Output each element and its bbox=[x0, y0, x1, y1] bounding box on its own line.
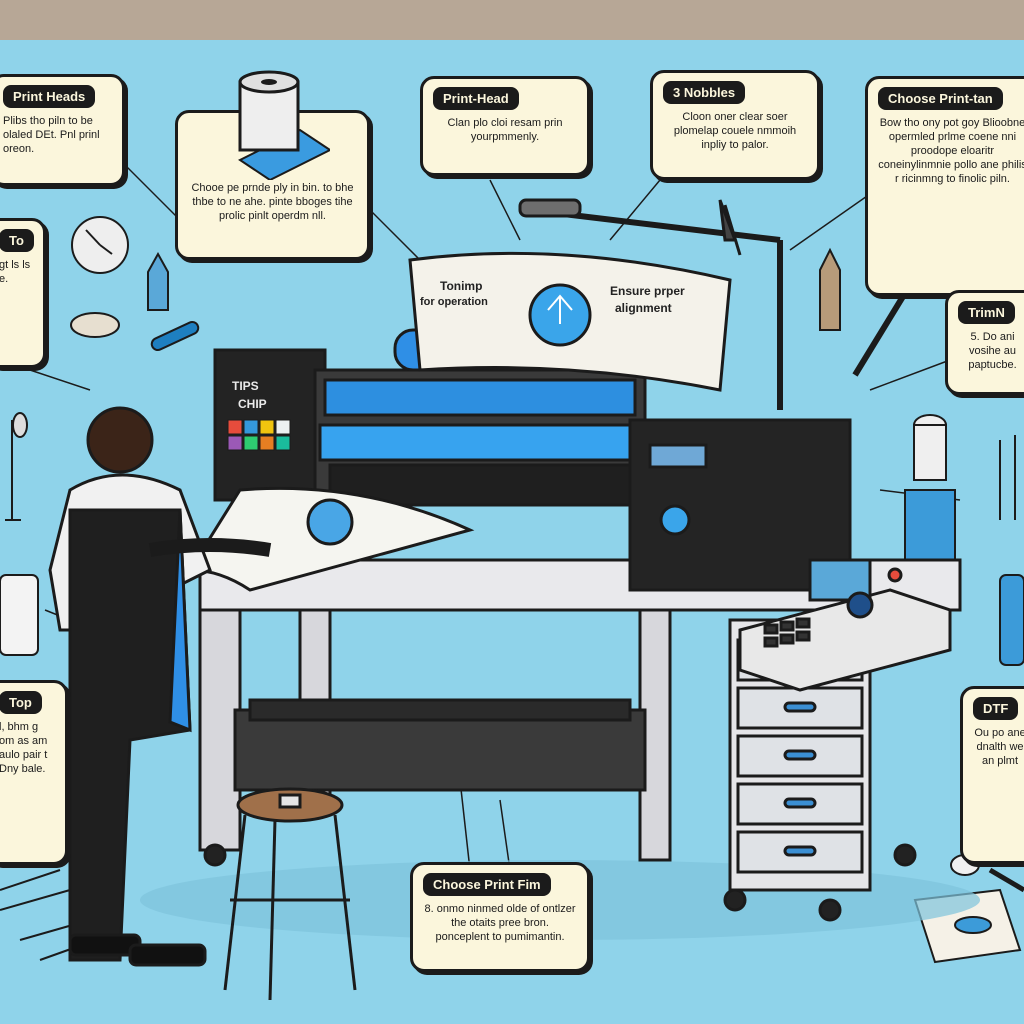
callout-left-top-body: l, bhm g om as am aulo pair t Dny bale. bbox=[0, 721, 48, 775]
oil-bottle-icon bbox=[819, 247, 841, 331]
left-tools bbox=[0, 216, 200, 961]
callout-bottom-body: 8. onmo ninmed olde of ontlzer the otait… bbox=[424, 903, 576, 943]
banner-left-2: for operation bbox=[420, 296, 488, 308]
illustration-frame: TIPS CHIP Tonimp for operation Ensure pr… bbox=[0, 40, 1024, 1024]
callout-left-top-title: Top bbox=[0, 691, 42, 714]
side-label-1: TIPS bbox=[232, 379, 259, 393]
callout-paper-body: Chooe pe prnde ply in bin. to bhe thbe t… bbox=[191, 182, 354, 222]
callout-nozzles-body: Cloon oner clear soer plomelap couele nm… bbox=[673, 111, 797, 151]
printer-body bbox=[187, 251, 852, 592]
callout-dtf-body: Ou po ane dnalth we an plmt bbox=[974, 727, 1024, 767]
right-tools bbox=[819, 247, 1024, 964]
callout-bottom-title: Choose Print Fim bbox=[423, 873, 551, 896]
banner-right-1: Ensure prper bbox=[610, 284, 685, 298]
container-icon bbox=[0, 574, 39, 656]
tension-bar bbox=[518, 198, 783, 410]
callout-choose-print-body: Bow tho ony pot goy Blioobne opermled pr… bbox=[878, 117, 1024, 185]
callout-print-heads-body: Plibs tho piln to be olaled DEt. Pnl pri… bbox=[3, 115, 100, 155]
stool bbox=[223, 787, 357, 1001]
side-label-2: CHIP bbox=[238, 397, 267, 411]
tape-roll-icon bbox=[70, 312, 120, 338]
pen-icon bbox=[852, 283, 913, 377]
callout-nozzles: 3 Nobbles Cloon oner clear soer plomelap… bbox=[650, 70, 820, 180]
callout-choose-print: Choose Print-tan Bow tho ony pot goy Bli… bbox=[865, 76, 1024, 296]
callout-trim-title: TrimN bbox=[958, 301, 1015, 324]
cup-right-icon bbox=[999, 574, 1024, 666]
callout-print-head-body: Clan plo cloi resam prin yourpmmenly. bbox=[447, 117, 563, 143]
worker-figure bbox=[48, 406, 272, 967]
callout-dtf: DTF Ou po ane dnalth we an plmt bbox=[960, 686, 1024, 864]
callout-left-small-title: To bbox=[0, 229, 34, 252]
callout-choose-print-title: Choose Print-tan bbox=[878, 87, 1003, 110]
printer-scene: TIPS CHIP Tonimp for operation Ensure pr… bbox=[0, 159, 1024, 1001]
callout-trim: TrimN 5. Do ani vosihe au paptucbe. bbox=[945, 290, 1024, 395]
banner-left-1: Tonimp bbox=[440, 279, 482, 293]
callout-left-small: To gt ls ls e. bbox=[0, 218, 46, 368]
callout-left-top: Top l, bhm g om as am aulo pair t Dny ba… bbox=[0, 680, 68, 865]
callout-nozzles-title: 3 Nobbles bbox=[663, 81, 746, 104]
callout-trim-body: 5. Do ani vosihe au paptucbe. bbox=[968, 331, 1017, 371]
control-panel bbox=[738, 558, 952, 692]
callout-print-heads: Print Heads Plibs tho piln to be olaled … bbox=[0, 74, 125, 186]
paper-roll-icon bbox=[238, 70, 330, 180]
bottle-right-icon bbox=[904, 489, 956, 561]
callout-bottom: Choose Print Fim 8. onmo ninmed olde of … bbox=[410, 862, 590, 972]
callout-print-head-title: Print-Head bbox=[433, 87, 519, 110]
spatula-icon bbox=[5, 420, 21, 521]
ink-bottle-icon bbox=[147, 251, 169, 311]
callout-dtf-title: DTF bbox=[973, 697, 1019, 720]
marker-icon bbox=[150, 320, 200, 352]
banner-right-2: alignment bbox=[615, 301, 672, 315]
color-chips bbox=[227, 419, 291, 451]
callout-print-heads-title: Print Heads bbox=[3, 85, 96, 108]
callout-print-head: Print-Head Clan plo cloi resam prin your… bbox=[420, 76, 590, 176]
callout-left-small-body: gt ls ls e. bbox=[0, 259, 31, 285]
callout-paper: Chooe pe prnde ply in bin. to bhe thbe t… bbox=[175, 110, 370, 260]
